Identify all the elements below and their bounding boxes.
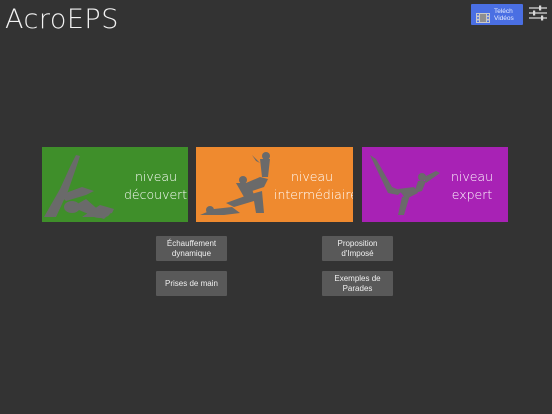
prises-de-main-button[interactable]: Prises de main: [156, 271, 227, 296]
sliders-icon[interactable]: [529, 5, 547, 21]
level-label-decouverte: niveau découverte: [124, 168, 188, 204]
level-line1: niveau: [134, 169, 178, 184]
level-label-expert: niveau expert: [442, 168, 502, 204]
exemples-line1: Exemples de: [334, 273, 381, 283]
acrobat-silhouette-icon: [44, 155, 114, 219]
download-label-line2: Vidéos: [494, 14, 514, 22]
acrobat-pyramid-silhouette-icon: [200, 152, 270, 215]
proposition-impose-button[interactable]: Proposition d'Imposé: [322, 236, 393, 261]
download-videos-label: Teléch Vidéos: [494, 8, 514, 22]
proposition-line2: d'Imposé: [341, 248, 374, 258]
acrobat-balance-silhouette-icon: [370, 155, 440, 215]
echauffement-button[interactable]: Échauffement dynamique: [156, 236, 227, 261]
level-line1: niveau: [290, 169, 334, 184]
echauffement-line2: dynamique: [171, 248, 212, 258]
prises-line1: Prises de main: [165, 278, 218, 288]
app-title: AcroEPS: [5, 4, 119, 35]
proposition-line1: Proposition: [337, 238, 378, 248]
level-card-decouverte[interactable]: niveau découverte: [42, 147, 188, 222]
level-line1: niveau: [450, 169, 494, 184]
download-label-line1: Teléch: [494, 7, 513, 15]
exemples-line2: Parades: [342, 283, 373, 293]
film-icon: [476, 10, 490, 23]
level-line2: découverte: [124, 187, 188, 202]
level-line2: intermédiaire: [274, 187, 353, 202]
download-videos-button[interactable]: Teléch Vidéos: [471, 4, 523, 25]
level-card-intermediaire[interactable]: niveau intermédiaire: [196, 147, 353, 222]
echauffement-line1: Échauffement: [166, 238, 217, 248]
level-card-expert[interactable]: niveau expert: [362, 147, 508, 222]
level-line2: expert: [451, 187, 493, 202]
exemples-parades-button[interactable]: Exemples de Parades: [322, 271, 393, 296]
level-label-intermediaire: niveau intermédiaire: [274, 168, 353, 204]
